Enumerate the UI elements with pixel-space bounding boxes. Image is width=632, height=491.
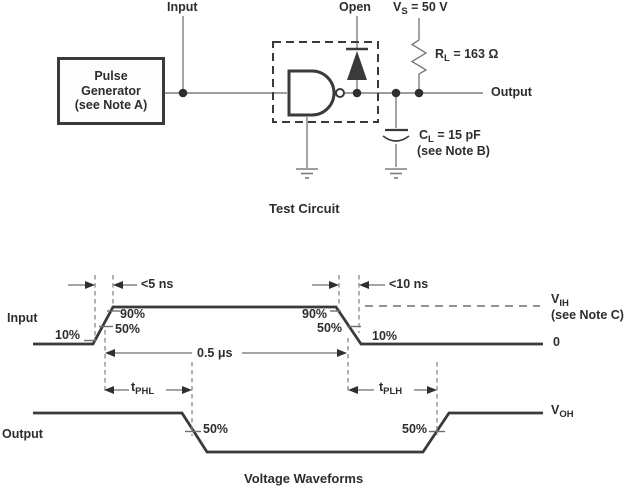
voh-label: VOH — [551, 403, 574, 420]
zero-level-label: 0 — [553, 335, 560, 349]
junction-dots — [178, 88, 424, 98]
vs-value-label: VS = 50 V — [393, 0, 448, 17]
measurement-shafts — [68, 284, 429, 391]
diode — [346, 47, 368, 80]
fall-time-right-arrowhead — [329, 281, 339, 289]
input-rise-90pct-label: 90% — [120, 307, 146, 321]
tplh-left-arrowhead — [348, 386, 358, 394]
input-fall-50pct-label: 50% — [317, 321, 343, 335]
waveform-output-label: Output — [2, 427, 43, 441]
input-fall-90pct-label: 90% — [302, 307, 328, 321]
arrowheads — [85, 281, 437, 394]
output-rise-50pct-label: 50% — [402, 422, 428, 436]
test-circuit-caption: Test Circuit — [269, 201, 340, 216]
capacitor-ground-symbol — [385, 168, 407, 179]
capacitor-junction-dot — [391, 88, 401, 98]
pulse-generator-line1: Pulse — [94, 68, 128, 83]
output-waveform-trace — [33, 411, 543, 454]
rise-time-right-arrowhead — [85, 281, 95, 289]
rise-time-label: <5 ns — [141, 277, 174, 291]
rise-time-left-arrowhead — [113, 281, 123, 289]
input-fall-10pct-label: 10% — [372, 329, 398, 343]
input-waveform-trace — [33, 305, 543, 346]
pulse-generator-box: Pulse Generator (see Note A) — [57, 57, 165, 125]
fall-time-left-arrowhead — [359, 281, 369, 289]
fall-time-label: <10 ns — [389, 277, 429, 291]
tplh-right-arrowhead — [427, 386, 437, 394]
gate-ground-symbol — [296, 168, 318, 179]
resistor-zigzag — [410, 39, 428, 91]
measurement-dashed-lines — [94, 275, 438, 436]
rl-value-label: RL = 163 Ω — [435, 47, 499, 64]
waveform-input-label: Input — [7, 311, 38, 325]
vih-note-label: (see Note C) — [551, 308, 624, 322]
input-rise-50pct-label: 50% — [115, 322, 141, 336]
output-node-label: Output — [491, 85, 532, 99]
voltage-waveforms-caption: Voltage Waveforms — [244, 471, 364, 486]
tphl-left-arrowhead — [104, 386, 114, 394]
nand-gate — [287, 69, 336, 117]
tphl-right-arrowhead — [182, 386, 192, 394]
output-fall-50pct-label: 50% — [203, 422, 229, 436]
pulse-width-right-arrowhead — [337, 349, 347, 357]
pulse-width-label: 0.5 μs — [197, 346, 233, 360]
open-label: Open — [339, 0, 371, 14]
cl-note-label: (see Note B) — [417, 144, 490, 158]
resistor-junction-dot — [414, 88, 424, 98]
pulse-generator-line2: Generator — [81, 83, 141, 98]
pulse-generator-line3: (see Note A) — [74, 98, 148, 113]
diode-triangle — [347, 51, 367, 80]
capacitor-curved-plate — [382, 135, 410, 142]
input-junction-dot — [178, 88, 188, 98]
ground-symbols — [296, 168, 407, 179]
input-node-label: Input — [167, 0, 198, 14]
capacitor — [382, 128, 410, 142]
tphl-label: tPHL — [131, 380, 155, 397]
inverter-bubble — [335, 88, 345, 98]
level-tick-marks — [84, 310, 445, 433]
device-dashed-enclosure — [272, 41, 379, 123]
cl-value-label: CL = 15 pF — [419, 128, 481, 145]
diode-junction-dot — [352, 88, 362, 98]
pulse-width-left-arrowhead — [105, 349, 115, 357]
input-rise-10pct-label: 10% — [55, 328, 81, 342]
vih-label: VIH — [551, 292, 569, 309]
tplh-label: tPLH — [379, 380, 403, 397]
